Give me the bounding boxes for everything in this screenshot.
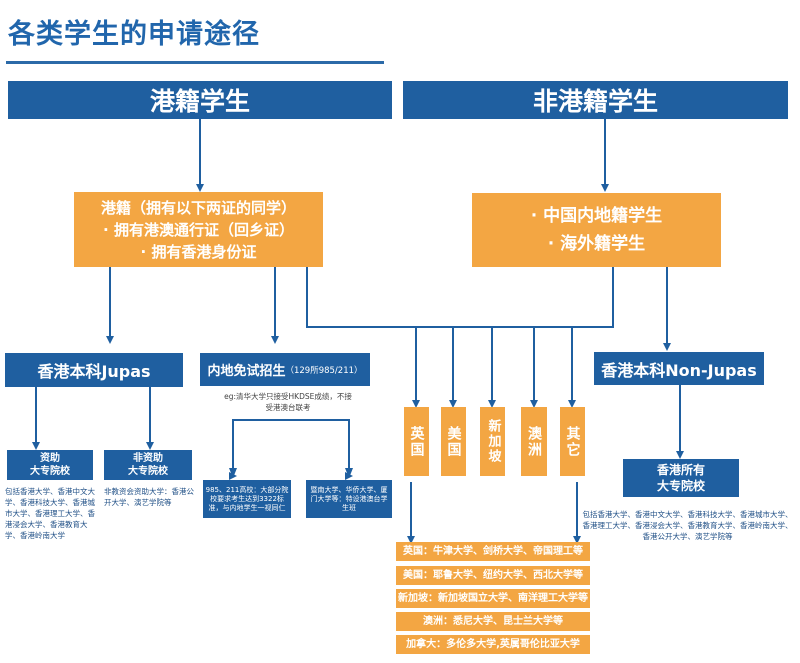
selffunded-institutions-box: 非资助 大专院校 (104, 450, 192, 480)
destination-singapore: 新加坡：新加坡国立大学、南洋理工大学等 (396, 589, 590, 608)
country-other-box: 其它 (560, 407, 585, 476)
mainland-special-class-box: 暨南大学、华侨大学、厦门大学等：特设港澳台学生班 (306, 480, 392, 518)
hk-students-header: 港籍学生 (8, 81, 392, 119)
hk-condition-box: 港籍（拥有以下两证的同学） · 拥有港澳通行证（回乡证） · 拥有香港身份证 (74, 192, 323, 267)
country-us-box: 美国 (441, 407, 466, 476)
hk-condition-item: · 拥有香港身份证 (140, 243, 257, 261)
mainland-label: 内地免试招生 (207, 364, 286, 379)
country-australia-box: 澳洲 (521, 407, 547, 476)
nonhk-condition-item: · 海外籍学生 (547, 234, 646, 254)
jupas-box: 香港本科Jupas (5, 353, 183, 387)
nonjupas-box: 香港本科Non-Jupas (594, 352, 764, 385)
destination-australia: 澳洲：悉尼大学、昆士兰大学等 (396, 612, 590, 631)
destination-uk: 英国：牛津大学、剑桥大学、帝国理工等 (396, 542, 590, 561)
mainland-note: eg:清华大学只接受HKDSE成绩，不接受港澳台联考 (224, 392, 352, 412)
nonhk-condition-item: · 中国内地籍学生 (530, 206, 663, 226)
mainland-label-suffix: （129所985/211） (285, 365, 363, 376)
hk-condition-item: · 拥有港澳通行证（回乡证） (103, 221, 294, 239)
destination-canada: 加拿大：多伦多大学,英属哥伦比亚大学 (396, 635, 590, 654)
all-hk-institutions-box: 香港所有 大专院校 (623, 459, 739, 497)
nonjupas-note: 包括香港大学、香港中文大学、香港科技大学、香港城市大学、香港理工大学、香港浸会大… (582, 510, 793, 541)
country-uk-box: 英国 (404, 407, 429, 476)
title-underline (6, 61, 384, 64)
mainland-985-211-box: 985、211高校：大部分院校要求考生达到3322标准，与内地学生一视同仁 (203, 480, 291, 518)
destination-us: 美国：耶鲁大学、纽约大学、西北大学等 (396, 566, 590, 585)
funded-institutions-box: 资助 大专院校 (7, 450, 93, 480)
funded-institutions-note: 包括香港大学、香港中文大学、香港科技大学、香港城市大学、香港理工大学、香港浸会大… (5, 487, 95, 540)
nonhk-condition-box: · 中国内地籍学生 · 海外籍学生 (472, 193, 721, 267)
country-singapore-box: 新加坡 (480, 407, 505, 476)
hk-condition-heading: 港籍（拥有以下两证的同学） (100, 199, 296, 217)
selffunded-institutions-note: 非教资会资助大学：香港公开大学、演艺学院等 (104, 487, 194, 507)
mainland-exam-free-box: 内地免试招生 （129所985/211） (200, 353, 370, 386)
nonhk-students-header: 非港籍学生 (403, 81, 788, 119)
page-title: 各类学生的申请途径 (8, 19, 260, 50)
